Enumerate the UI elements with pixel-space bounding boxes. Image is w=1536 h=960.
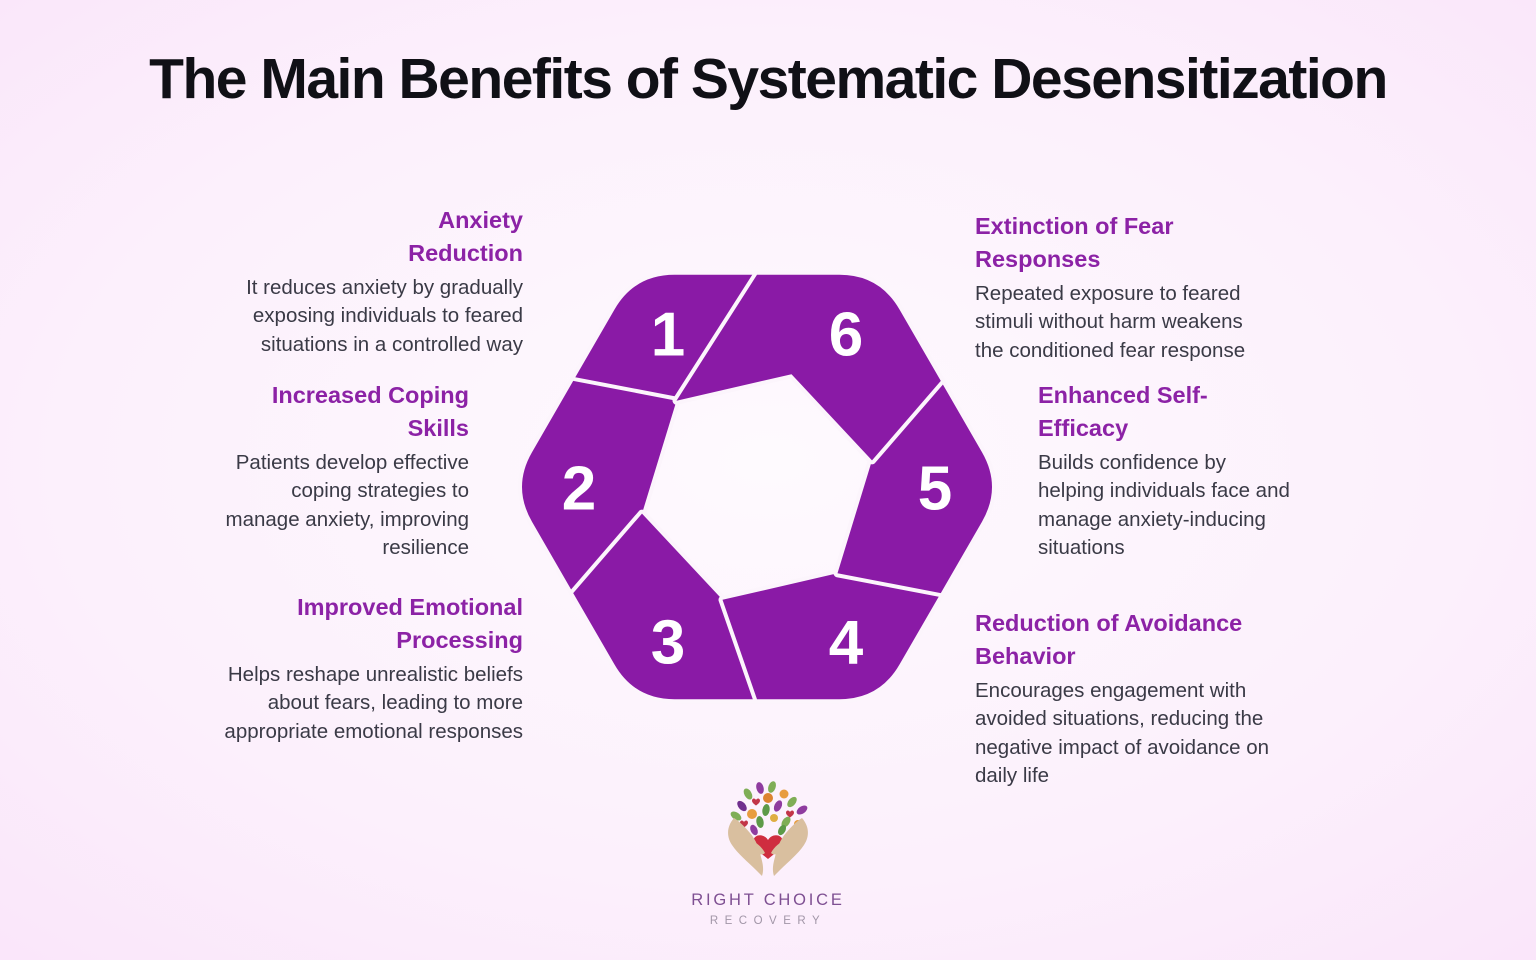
benefit-enhanced-self-efficacy: Enhanced Self- Efficacy Builds confidenc…	[1038, 379, 1378, 563]
step-number-6: 6	[829, 300, 863, 369]
benefit-title: Extinction of Fear Responses	[975, 213, 1174, 273]
benefit-description: Encourages engagement with avoided situa…	[975, 678, 1270, 788]
benefit-description: Patients develop effective coping strate…	[225, 450, 469, 560]
logo-brand-subtitle: RECOVERY	[709, 915, 827, 927]
benefit-description: Repeated exposure to feared stimuli with…	[975, 281, 1246, 362]
benefit-description: Builds confidence by helping individuals…	[1038, 450, 1290, 560]
cycle-diagram: 1 2 3 4 5 6	[487, 217, 1027, 757]
brand-logo: RIGHT CHOICE RECOVERY	[0, 778, 1536, 927]
step-number-4: 4	[829, 608, 864, 677]
benefit-description: It reduces anxiety by gradually exposing…	[246, 275, 523, 356]
logo-brand-name: RIGHT CHOICE	[691, 891, 845, 909]
step-number-1: 1	[651, 300, 685, 369]
benefit-title: Increased Coping Skills	[271, 382, 469, 442]
step-number-5: 5	[918, 454, 952, 523]
step-number-3: 3	[651, 608, 685, 677]
benefit-title: Reduction of Avoidance Behavior	[975, 610, 1243, 670]
cycle-blade-6	[672, 270, 945, 465]
benefit-increased-coping-skills: Increased Coping Skills Patients develop…	[109, 379, 469, 563]
benefit-title: Improved Emotional Processing	[297, 594, 523, 654]
hands-tree-logo-icon	[728, 781, 808, 876]
step-number-2: 2	[562, 454, 596, 523]
hexagon-pinwheel-icon: 1 2 3 4 5 6	[518, 270, 996, 704]
page-title: The Main Benefits of Systematic Desensit…	[149, 47, 1388, 111]
benefit-anxiety-reduction: Anxiety Reduction It reduces anxiety by …	[163, 204, 523, 359]
benefit-description: Helps reshape unrealistic beliefs about …	[224, 662, 523, 743]
benefit-title: Anxiety Reduction	[408, 207, 523, 267]
benefit-extinction-of-fear-responses: Extinction of Fear Responses Repeated ex…	[975, 210, 1315, 365]
benefit-improved-emotional-processing: Improved Emotional Processing Helps resh…	[143, 591, 523, 746]
benefit-reduction-of-avoidance-behavior: Reduction of Avoidance Behavior Encourag…	[975, 607, 1325, 791]
cupped-hands-icon	[728, 818, 808, 876]
heart-icon	[753, 835, 783, 859]
benefit-title: Enhanced Self- Efficacy	[1038, 382, 1208, 442]
